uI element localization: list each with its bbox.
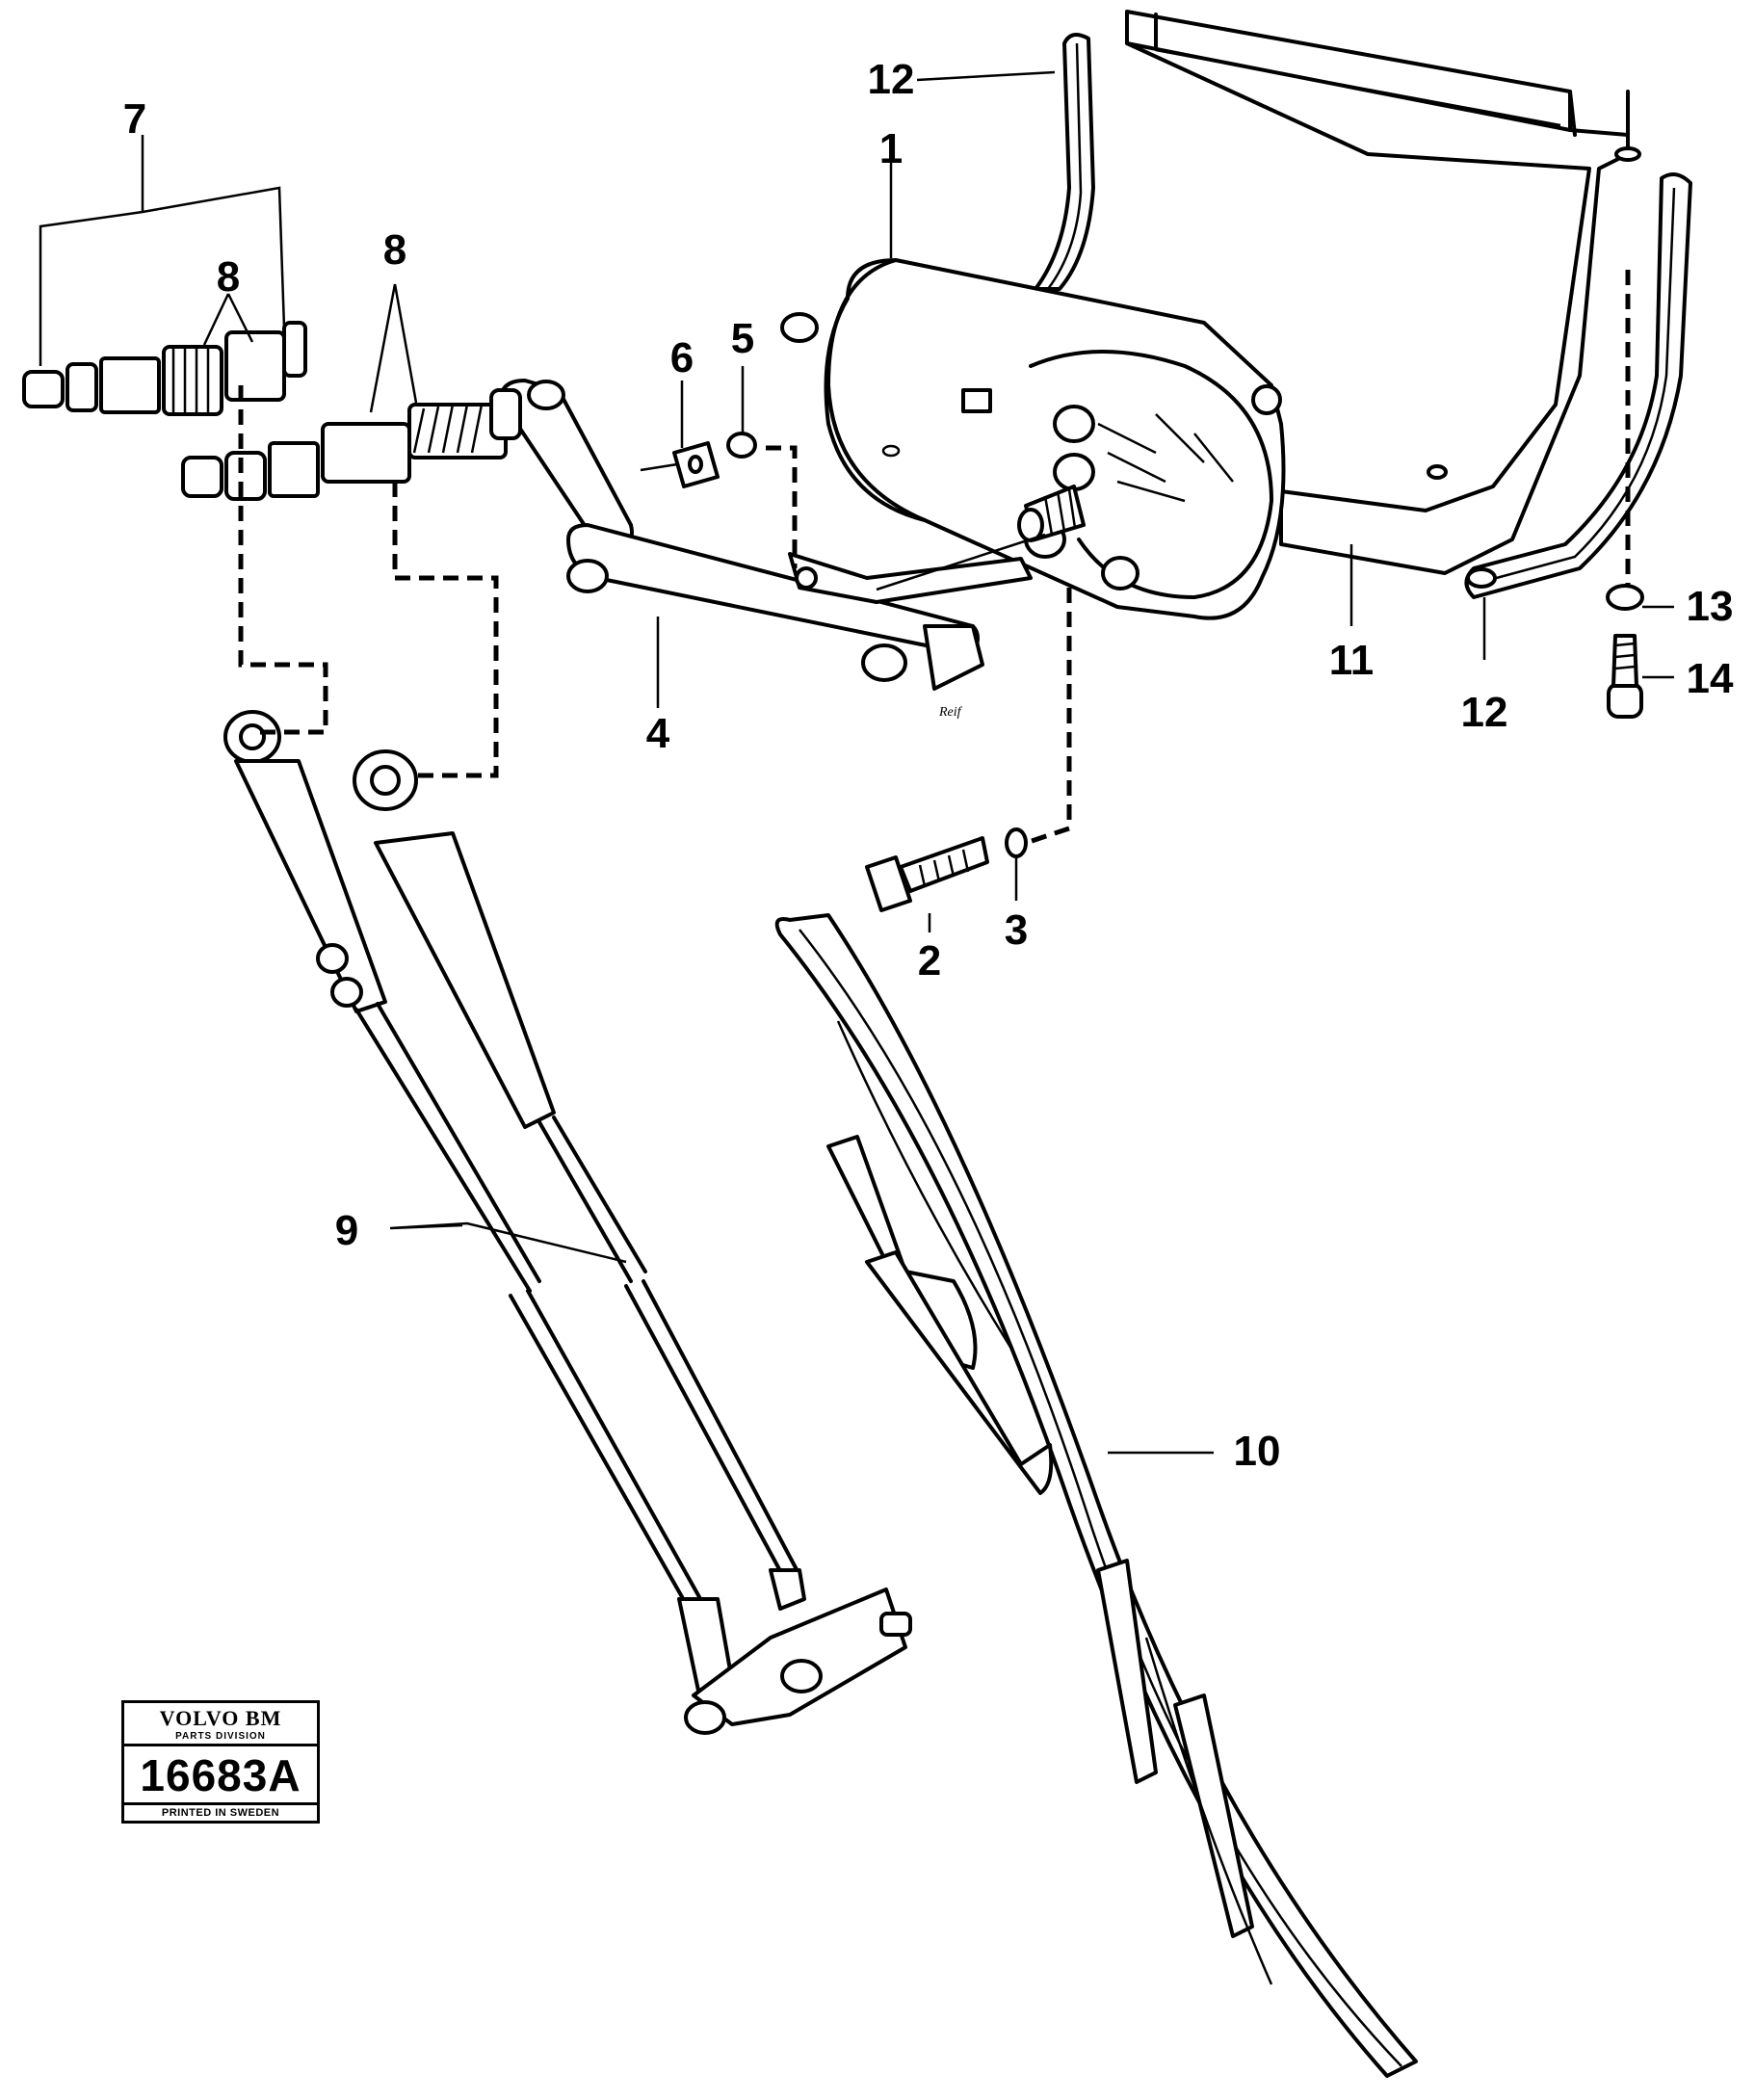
- spindle-lower: [181, 388, 522, 501]
- assembly-line-spindle-right: [392, 482, 499, 778]
- washer-3: [1005, 827, 1028, 858]
- callout-8-lower: 8: [382, 226, 407, 274]
- callout-11: 11: [1328, 637, 1375, 684]
- callout-3: 3: [1004, 906, 1029, 954]
- leader-12a: [916, 70, 1056, 82]
- stamp-brand: VOLVO BM: [159, 1706, 282, 1730]
- leader-7: [39, 135, 286, 366]
- callout-10: 10: [1233, 1428, 1281, 1475]
- assembly-line-linkage: [766, 445, 798, 568]
- leader-8b: [369, 283, 418, 413]
- bolt-2: [865, 836, 989, 912]
- callout-12-top: 12: [867, 56, 915, 103]
- mounting-strip-left: [1034, 33, 1095, 291]
- wiper-arm-bracket: [684, 1588, 912, 1735]
- linkage-rod: Reif: [499, 379, 1046, 720]
- parts-division-stamp: VOLVO BM PARTS DIVISION 16683A PRINTED I…: [121, 1700, 320, 1824]
- leader-9: [389, 1221, 627, 1264]
- screw-14: [1607, 634, 1643, 719]
- callout-9: 9: [334, 1207, 359, 1254]
- washer-5: [726, 432, 757, 459]
- leader-6: [640, 381, 684, 472]
- wiper-motor: [780, 258, 1286, 620]
- callout-5: 5: [730, 315, 755, 362]
- drafter-signature: Reif: [938, 705, 963, 720]
- wiper-blade: [774, 913, 1418, 2078]
- leader-8a: [202, 293, 254, 346]
- callout-12-bottom: 12: [1460, 689, 1508, 736]
- stamp-printed-in: PRINTED IN SWEDEN: [124, 1802, 317, 1821]
- stamp-division: PARTS DIVISION: [124, 1731, 317, 1746]
- assembly-line-motor-bolt: [1025, 588, 1072, 846]
- callout-2: 2: [917, 937, 942, 984]
- wiper-arm-right: [353, 749, 806, 1611]
- callout-1: 1: [878, 125, 904, 172]
- callout-7: 7: [122, 95, 147, 143]
- callout-4: 4: [645, 710, 670, 757]
- callout-6: 6: [669, 334, 694, 381]
- spindle-upper: [22, 321, 307, 416]
- assembly-line-spindle-left: [238, 385, 328, 735]
- nut-6: [672, 441, 720, 488]
- wiper-arm-left: [223, 710, 734, 1693]
- mounting-strip-right: [1464, 172, 1692, 599]
- callout-14: 14: [1686, 655, 1734, 702]
- washer-13: [1606, 584, 1644, 611]
- stamp-drawing-number: 16683A: [140, 1750, 301, 1800]
- callout-13: 13: [1686, 583, 1734, 630]
- callout-8-upper: 8: [216, 253, 241, 301]
- cover-plate: [1125, 10, 1641, 575]
